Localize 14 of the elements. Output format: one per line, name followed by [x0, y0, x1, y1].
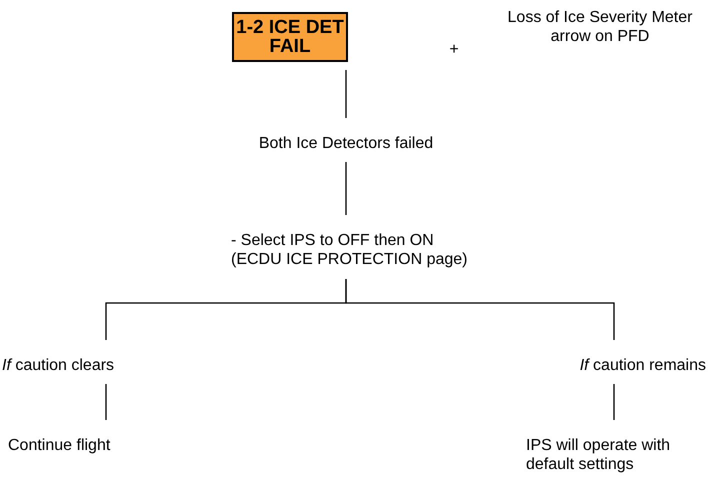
connector-line: [345, 162, 347, 215]
connector-line: [105, 384, 107, 420]
connector-line: [345, 70, 347, 118]
connector-line: [613, 384, 615, 420]
branch-condition: If caution clears: [2, 356, 162, 376]
step-text: IPS will operate with default settings: [526, 436, 711, 476]
caution-box: 1-2 ICE DET FAIL: [232, 12, 348, 62]
step-text: - Select IPS to OFF then ON (ECDU ICE PROTECTION page): [231, 231, 476, 271]
step-text: Continue flight: [8, 436, 148, 456]
connector-line: [345, 279, 615, 340]
plus-sign: +: [448, 40, 460, 59]
annunciation-note: Loss of Ice Severity Meter arrow on PFD: [506, 8, 694, 46]
branch-condition: If caution remains: [540, 356, 706, 376]
step-text: Both Ice Detectors failed: [246, 134, 446, 154]
